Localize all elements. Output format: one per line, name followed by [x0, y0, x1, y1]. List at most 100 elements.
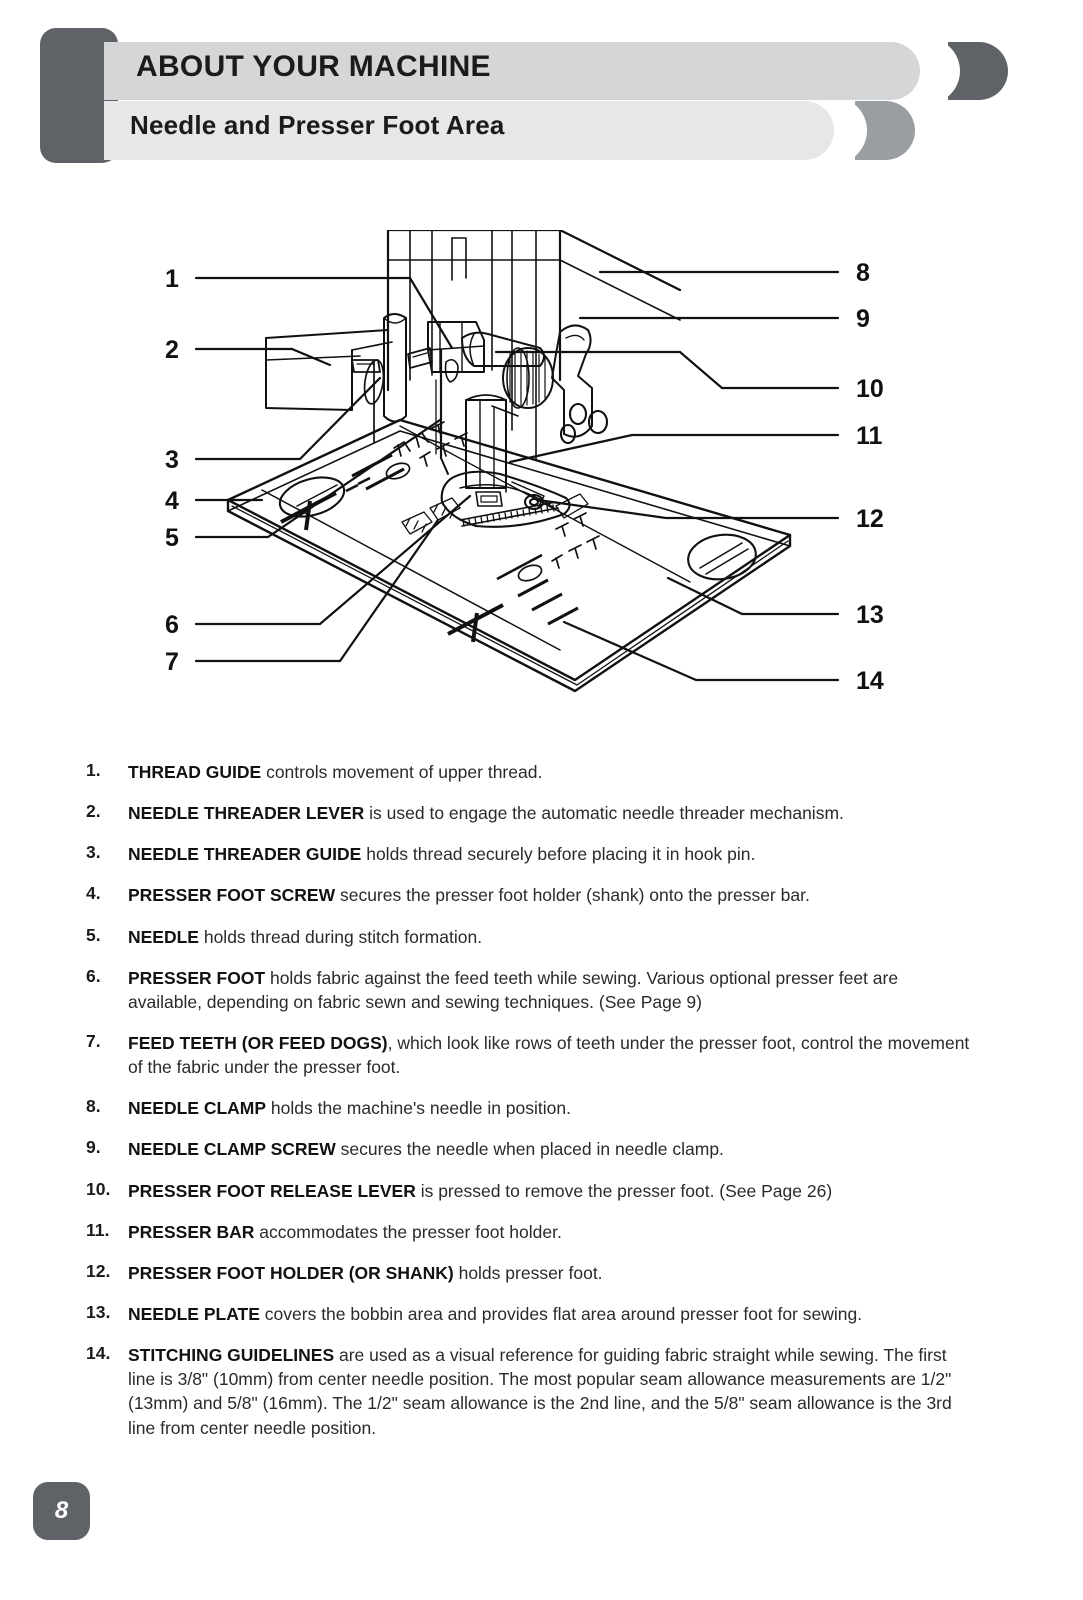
- list-item-number: 3.: [86, 842, 101, 863]
- needle-clamp-screw: [502, 347, 554, 409]
- list-item-text: PRESSER FOOT SCREW secures the presser f…: [128, 883, 973, 907]
- callout-number-7: 7: [165, 648, 179, 676]
- list-item-term: NEEDLE CLAMP: [128, 1098, 267, 1119]
- list-item-description: holds fabric against the feed teeth whil…: [128, 967, 899, 1012]
- page-subtitle: Needle and Presser Foot Area: [130, 110, 505, 140]
- crescent-mid-accent-icon: [855, 101, 915, 160]
- list-item-text: PRESSER BAR accommodates the presser foo…: [128, 1220, 973, 1244]
- guideline-ticks-lower: [496, 553, 543, 581]
- list-item: 1. THREAD GUIDE controls movement of uppe…: [0, 760, 1083, 784]
- list-item-number: 8.: [86, 1096, 101, 1117]
- list-item-text: NEEDLE CLAMP SCREW secures the needle wh…: [128, 1137, 973, 1161]
- callout-number-8: 8: [856, 259, 870, 287]
- list-item-description: holds the machine's needle in position.: [266, 1098, 571, 1119]
- list-item-text: FEED TEETH (OR FEED DOGS), which look li…: [128, 1031, 973, 1079]
- feed-teeth: [401, 493, 589, 535]
- list-item-number: 4.: [86, 883, 101, 904]
- list-item-number: 7.: [86, 1030, 101, 1051]
- list-item: 11. PRESSER BAR accommodates the presser …: [0, 1220, 1083, 1244]
- machine-housing: [386, 230, 682, 461]
- header-main-bar: [104, 42, 920, 100]
- list-item-number: 2.: [86, 801, 101, 822]
- list-item-text: STITCHING GUIDELINES are used as a visua…: [128, 1343, 973, 1440]
- list-item-text: NEEDLE CLAMP holds the machine's needle …: [128, 1096, 973, 1120]
- parts-description-list: 1. THREAD GUIDE controls movement of uppe…: [0, 760, 1083, 1457]
- list-item-number: 10.: [86, 1178, 111, 1199]
- plate-seam-line-2: [399, 425, 691, 583]
- callout-number-6: 6: [165, 611, 179, 639]
- callout-number-5: 5: [165, 524, 179, 552]
- list-item: 12. PRESSER FOOT HOLDER (OR SHANK) holds …: [0, 1261, 1083, 1285]
- list-item-text: NEEDLE THREADER GUIDE holds thread secur…: [128, 842, 973, 866]
- needle-plate-shape: [226, 418, 792, 693]
- callout-number-9: 9: [856, 305, 870, 333]
- list-item-number: 14.: [86, 1343, 111, 1364]
- page-title: ABOUT YOUR MACHINE: [136, 50, 491, 83]
- callout-number-4: 4: [165, 487, 179, 515]
- list-item-description: accommodates the presser foot holder.: [254, 1221, 562, 1242]
- callout-number-12: 12: [856, 505, 884, 533]
- list-item-number: 1.: [86, 760, 101, 780]
- list-item-text: NEEDLE THREADER LEVER is used to engage …: [128, 801, 973, 825]
- list-item-number: 13.: [86, 1301, 111, 1322]
- list-item-term: FEED TEETH (OR FEED DOGS): [128, 1032, 388, 1053]
- needle-threader-lever-block: [265, 329, 393, 411]
- needle-threader-guide: [351, 359, 385, 443]
- list-item-description: secures the presser foot holder (shank) …: [335, 885, 810, 906]
- presser-bar: [383, 313, 407, 423]
- presser-foot-holder: [465, 394, 519, 493]
- callout-number-14: 14: [856, 667, 884, 695]
- list-item-description: holds presser foot.: [453, 1262, 603, 1283]
- list-item-term: NEEDLE THREADER LEVER: [128, 803, 365, 824]
- callout-number-2: 2: [165, 336, 179, 364]
- list-item-number: 9.: [86, 1137, 101, 1158]
- callout-number-1: 1: [165, 265, 179, 293]
- list-item: 8. NEEDLE CLAMP holds the machine's needl…: [0, 1096, 1083, 1120]
- list-item-term: PRESSER BAR: [128, 1221, 255, 1242]
- list-item: 14. STITCHING GUIDELINES are used as a vi…: [0, 1343, 1083, 1440]
- list-item-description: holds thread securely before placing it …: [361, 844, 756, 865]
- list-item: 5. NEEDLE holds thread during stitch form…: [0, 925, 1083, 949]
- list-item-term: NEEDLE THREADER GUIDE: [128, 844, 362, 865]
- callout-number-10: 10: [856, 375, 884, 403]
- list-item: 7. FEED TEETH (OR FEED DOGS), which look …: [0, 1031, 1083, 1079]
- list-item-text: NEEDLE PLATE covers the bobbin area and …: [128, 1302, 973, 1326]
- list-item-text: PRESSER FOOT HOLDER (OR SHANK) holds pre…: [128, 1261, 973, 1285]
- guideline-ticks-upper: [345, 476, 371, 493]
- list-item: 13. NEEDLE PLATE covers the bobbin area a…: [0, 1302, 1083, 1326]
- list-item-number: 12.: [86, 1260, 111, 1281]
- page-number-badge: 8: [33, 1482, 90, 1540]
- list-item-term: PRESSER FOOT: [128, 967, 266, 988]
- list-item-text: PRESSER FOOT holds fabric against the fe…: [128, 966, 973, 1014]
- plate-finger-slot: [278, 476, 346, 518]
- list-item-term: PRESSER FOOT HOLDER (OR SHANK): [128, 1262, 454, 1283]
- list-item-text: PRESSER FOOT RELEASE LEVER is pressed to…: [128, 1179, 973, 1203]
- list-item-term: STITCHING GUIDELINES: [128, 1345, 335, 1366]
- list-item-term: THREAD GUIDE: [128, 762, 262, 782]
- list-item: 10. PRESSER FOOT RELEASE LEVER is pressed…: [0, 1179, 1083, 1203]
- stitching-guidelines-lower: [447, 578, 579, 643]
- thread-guide: [407, 347, 459, 383]
- list-item-description: secures the needle when placed in needle…: [335, 1139, 724, 1160]
- callout-leader-lines: [194, 270, 840, 682]
- list-item: 3. NEEDLE THREADER GUIDE holds thread sec…: [0, 842, 1083, 866]
- list-item-text: NEEDLE holds thread during stitch format…: [128, 925, 973, 949]
- machine-diagram-svg: 1 2 3 4 5 6 7 8 9 10 11 12 13 14: [165, 230, 884, 695]
- list-item: 2. NEEDLE THREADER LEVER is used to engag…: [0, 801, 1083, 825]
- callout-number-11: 11: [856, 422, 883, 450]
- plate-seam-line: [261, 489, 561, 651]
- list-item-number: 11.: [86, 1219, 110, 1240]
- list-item-description: holds thread during stitch formation.: [198, 926, 483, 947]
- list-item: 9. NEEDLE CLAMP SCREW secures the needle …: [0, 1137, 1083, 1161]
- list-item-description: controls movement of upper thread.: [261, 762, 543, 782]
- list-item-description: covers the bobbin area and provides flat…: [259, 1303, 863, 1324]
- list-item-term: PRESSER FOOT RELEASE LEVER: [128, 1180, 416, 1201]
- callout-number-3: 3: [165, 446, 179, 474]
- list-item-description: are used as a visual reference for guidi…: [128, 1345, 952, 1438]
- list-item-number: 5.: [86, 924, 101, 945]
- list-item: 6.PRESSER FOOT holds fabric against the …: [0, 966, 1083, 1014]
- list-item: 4. PRESSER FOOT SCREW secures the presser…: [0, 883, 1083, 907]
- header-sub-bar: [104, 101, 834, 160]
- list-item-term: NEEDLE PLATE: [128, 1303, 260, 1324]
- list-item-description: is used to engage the automatic needle t…: [364, 803, 844, 824]
